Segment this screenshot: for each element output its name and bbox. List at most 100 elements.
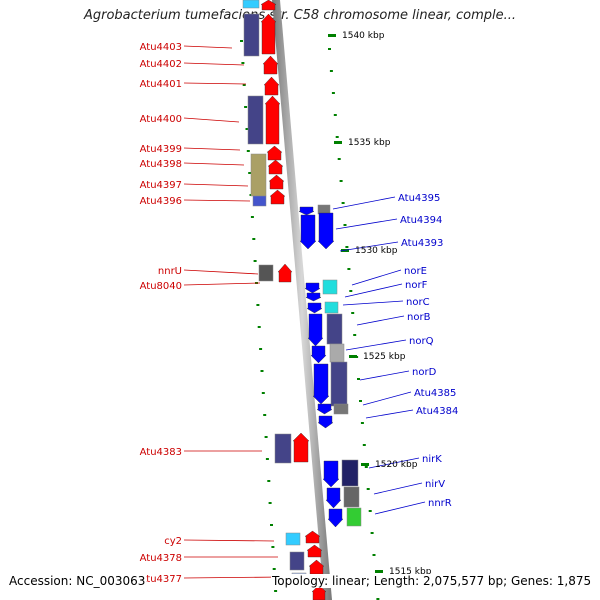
forward-gene-label[interactable]: Atu4394 bbox=[400, 215, 442, 226]
forward-gene-label[interactable]: nirK bbox=[422, 454, 442, 465]
forward-gene-label[interactable]: Atu4384 bbox=[416, 406, 458, 417]
forward-gene-arrow[interactable] bbox=[304, 282, 321, 294]
tick-mark bbox=[343, 224, 347, 226]
gene-feature-box[interactable] bbox=[317, 204, 331, 215]
gene-feature-box[interactable] bbox=[333, 403, 349, 415]
tick-mark bbox=[246, 150, 250, 152]
reverse-gene-arrow[interactable] bbox=[266, 145, 283, 161]
tick-mark bbox=[268, 502, 272, 504]
forward-gene-arrow[interactable] bbox=[307, 313, 324, 347]
forward-gene-label[interactable]: norF bbox=[405, 280, 428, 291]
forward-gene-label[interactable]: nirV bbox=[425, 479, 445, 490]
reverse-gene-arrow[interactable] bbox=[263, 76, 280, 96]
gene-feature-box[interactable] bbox=[346, 507, 362, 527]
reverse-gene-arrow[interactable] bbox=[260, 0, 277, 11]
reverse-gene-label[interactable]: Atu4396 bbox=[140, 196, 182, 207]
forward-gene-arrow[interactable] bbox=[322, 460, 340, 488]
gene-feature-box[interactable] bbox=[343, 486, 360, 508]
reverse-gene-label[interactable]: Atu4400 bbox=[140, 114, 182, 125]
reverse-gene-label[interactable]: Atu4399 bbox=[140, 144, 182, 155]
forward-gene-arrow[interactable] bbox=[305, 292, 322, 302]
major-tick-mark bbox=[361, 463, 369, 466]
reverse-gene-label[interactable]: Atu4383 bbox=[140, 447, 182, 458]
gene-leader-line bbox=[183, 117, 240, 123]
gene-leader-line bbox=[183, 576, 284, 579]
forward-gene-arrow[interactable] bbox=[298, 206, 315, 216]
tick-mark bbox=[333, 114, 337, 116]
reverse-gene-arrow[interactable] bbox=[269, 189, 286, 205]
forward-gene-arrow[interactable] bbox=[312, 363, 330, 405]
reverse-gene-arrow[interactable] bbox=[292, 432, 310, 463]
forward-gene-label[interactable]: Atu4385 bbox=[414, 388, 456, 399]
tick-mark bbox=[261, 392, 265, 394]
forward-gene-arrow[interactable] bbox=[316, 403, 333, 415]
reverse-gene-arrow[interactable] bbox=[306, 544, 323, 558]
forward-gene-label[interactable]: Atu4393 bbox=[401, 238, 443, 249]
reverse-gene-label[interactable]: cy2 bbox=[164, 536, 182, 547]
genome-summary-text: Topology: linear; Length: 2,075,577 bp; … bbox=[271, 574, 593, 588]
forward-gene-label[interactable]: nnrR bbox=[428, 498, 452, 509]
gene-feature-box[interactable] bbox=[252, 195, 267, 207]
forward-gene-arrow[interactable] bbox=[317, 415, 334, 429]
forward-gene-arrow[interactable] bbox=[306, 302, 323, 314]
gene-leader-line bbox=[183, 62, 245, 66]
tick-mark bbox=[270, 524, 273, 526]
reverse-gene-label[interactable]: Atu4397 bbox=[140, 180, 182, 191]
tick-mark bbox=[271, 546, 275, 548]
forward-gene-label[interactable]: norC bbox=[406, 297, 430, 308]
gene-feature-box[interactable] bbox=[243, 13, 260, 57]
reverse-gene-arrow[interactable] bbox=[277, 263, 293, 283]
chromosome-backbone bbox=[272, 0, 332, 600]
forward-gene-arrow[interactable] bbox=[317, 212, 335, 250]
gene-feature-box[interactable] bbox=[324, 301, 339, 314]
reverse-gene-arrow[interactable] bbox=[304, 530, 321, 544]
reverse-gene-label[interactable]: Atu4402 bbox=[140, 59, 182, 70]
gene-feature-box[interactable] bbox=[242, 0, 260, 9]
gene-leader-line bbox=[183, 162, 245, 166]
reverse-gene-label[interactable]: Atu8040 bbox=[140, 281, 182, 292]
reverse-gene-arrow[interactable] bbox=[262, 55, 279, 75]
forward-gene-arrow[interactable] bbox=[325, 487, 342, 509]
reverse-gene-arrow[interactable] bbox=[260, 13, 277, 55]
gene-feature-box[interactable] bbox=[341, 459, 359, 487]
reverse-gene-label[interactable]: Atu4377 bbox=[140, 574, 182, 585]
forward-gene-label[interactable]: norE bbox=[404, 266, 427, 277]
gene-feature-box[interactable] bbox=[247, 95, 264, 145]
gene-leader-line bbox=[373, 482, 423, 495]
gene-feature-box[interactable] bbox=[289, 551, 305, 571]
gene-feature-box[interactable] bbox=[330, 361, 348, 407]
tick-mark bbox=[351, 312, 355, 314]
gene-leader-line bbox=[183, 269, 259, 275]
forward-gene-arrow[interactable] bbox=[327, 508, 344, 528]
forward-gene-arrow[interactable] bbox=[310, 345, 327, 364]
gene-leader-line bbox=[183, 147, 241, 151]
scale-label: 1515 kbp bbox=[389, 567, 432, 577]
gene-leader-line bbox=[359, 370, 410, 381]
gene-feature-box[interactable] bbox=[258, 264, 274, 282]
tick-mark bbox=[341, 202, 345, 204]
reverse-gene-label[interactable]: Atu4401 bbox=[140, 79, 182, 90]
gene-feature-box[interactable] bbox=[250, 153, 267, 197]
reverse-gene-arrow[interactable] bbox=[267, 159, 284, 175]
forward-gene-label[interactable]: norB bbox=[407, 312, 431, 323]
gene-feature-box[interactable] bbox=[326, 313, 343, 345]
tick-mark bbox=[353, 334, 357, 336]
reverse-gene-label[interactable]: Atu4398 bbox=[140, 159, 182, 170]
forward-gene-arrow[interactable] bbox=[299, 214, 317, 250]
gene-feature-box[interactable] bbox=[329, 343, 345, 363]
forward-gene-label[interactable]: norD bbox=[412, 367, 437, 378]
forward-gene-label[interactable]: norQ bbox=[409, 336, 434, 347]
reverse-gene-label[interactable]: nnrU bbox=[158, 266, 182, 277]
gene-feature-box[interactable] bbox=[274, 433, 292, 464]
reverse-gene-arrow[interactable] bbox=[268, 174, 285, 190]
reverse-gene-arrow[interactable] bbox=[264, 95, 281, 145]
reverse-gene-label[interactable]: Atu4378 bbox=[140, 553, 182, 564]
gene-feature-box[interactable] bbox=[322, 279, 338, 295]
reverse-gene-label[interactable]: Atu4403 bbox=[140, 42, 182, 53]
tick-mark bbox=[260, 370, 264, 372]
forward-gene-label[interactable]: Atu4395 bbox=[398, 193, 440, 204]
reverse-gene-arrow[interactable] bbox=[311, 584, 327, 600]
gene-feature-box[interactable] bbox=[285, 532, 301, 546]
